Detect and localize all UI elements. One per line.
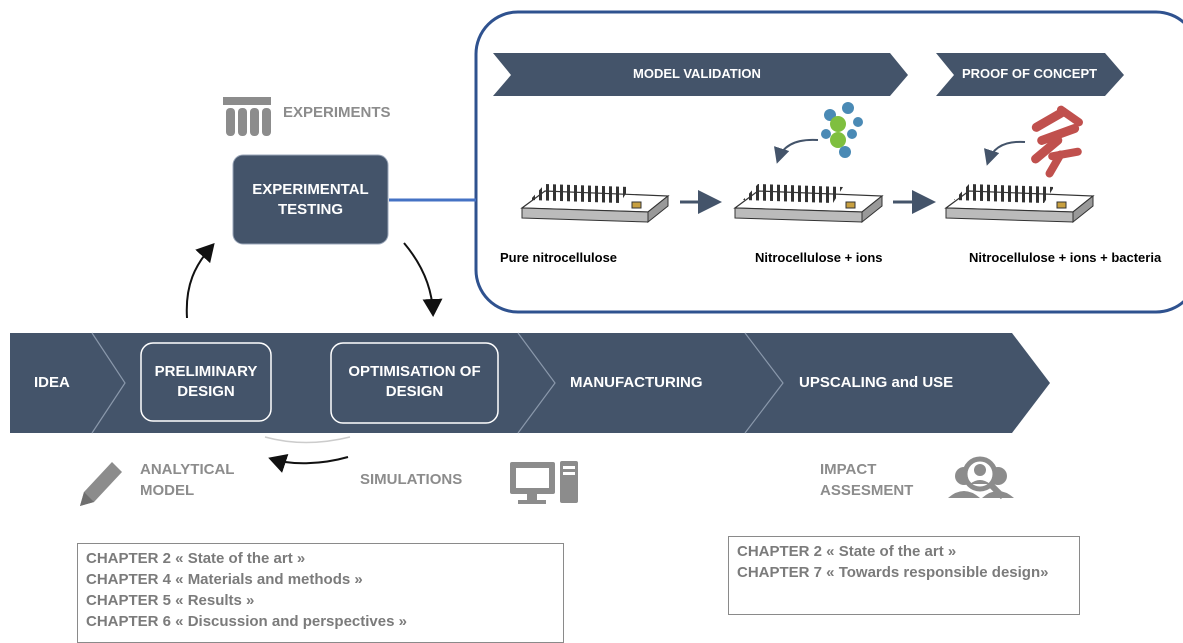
people-search-icon (948, 456, 1014, 500)
ion-icon (821, 102, 863, 158)
step-optimisation-of-design: OPTIMISATION OF DESIGN (348, 363, 481, 400)
computer-icon (510, 461, 578, 504)
chevron-separator (91, 332, 126, 434)
chapters-left-box: CHAPTER 2 « State of the art » CHAPTER 4… (77, 543, 564, 643)
chapter-line: CHAPTER 6 « Discussion and perspectives … (86, 613, 407, 630)
optimisation-design-box (330, 342, 499, 424)
preliminary-design-box (140, 342, 272, 422)
chapter-line: CHAPTER 7 « Towards responsible design» (737, 564, 1049, 581)
test-tubes-icon (223, 97, 271, 136)
sample-label-bacteria: Nitrocellulose + ions + bacteria (969, 250, 1162, 265)
chapter-line: CHAPTER 2 « State of the art » (86, 550, 306, 567)
sensor-chip-icon (520, 184, 670, 224)
down-arrow (403, 242, 443, 317)
step-manufacturing: MANUFACTURING (570, 374, 703, 391)
simulations-label: SIMULATIONS (360, 471, 463, 488)
proof-of-concept-label: PROOF OF CONCEPT (962, 66, 1098, 81)
analytical-model-label: ANALYTICAL MODEL (140, 461, 235, 499)
ion-arrow (774, 138, 819, 164)
chevron-separator (517, 332, 556, 434)
step-upscaling: UPSCALING and USE (799, 374, 954, 391)
sensor-chip-icon (944, 184, 1095, 224)
experimental-testing-box (232, 154, 389, 245)
process-bar (10, 333, 1050, 433)
experimental-testing-label: EXPERIMENTAL TESTING (252, 181, 369, 218)
step-idea: IDEA (34, 374, 70, 391)
validation-frame (474, 10, 1183, 314)
experiments-label: EXPERIMENTS (283, 104, 391, 121)
chapter-line: CHAPTER 5 « Results » (86, 592, 255, 609)
chapters-right-box: CHAPTER 2 « State of the art » CHAPTER 7… (728, 536, 1080, 615)
chapter-line: CHAPTER 2 « State of the art » (737, 543, 957, 560)
chapter-line: CHAPTER 4 « Materials and methods » (86, 571, 363, 588)
proof-of-concept-banner (936, 53, 1124, 96)
sample-label-ions: Nitrocellulose + ions (755, 250, 883, 265)
pencil-icon (80, 462, 122, 506)
bacteria-arrow (984, 140, 1026, 166)
step-preliminary-design: PRELIMINARY DESIGN (154, 363, 258, 400)
up-arrow (185, 243, 215, 319)
model-validation-label: MODEL VALIDATION (633, 66, 761, 81)
sample-label-pure: Pure nitrocellulose (500, 250, 618, 265)
impact-assessment-label: IMPACT ASSESMENT (820, 461, 914, 499)
sensor-chip-icon (733, 184, 884, 224)
simulation-arrow (268, 453, 349, 473)
chevron-separator (744, 332, 784, 434)
bacteria-icon (1031, 105, 1084, 178)
model-validation-banner (493, 53, 908, 96)
